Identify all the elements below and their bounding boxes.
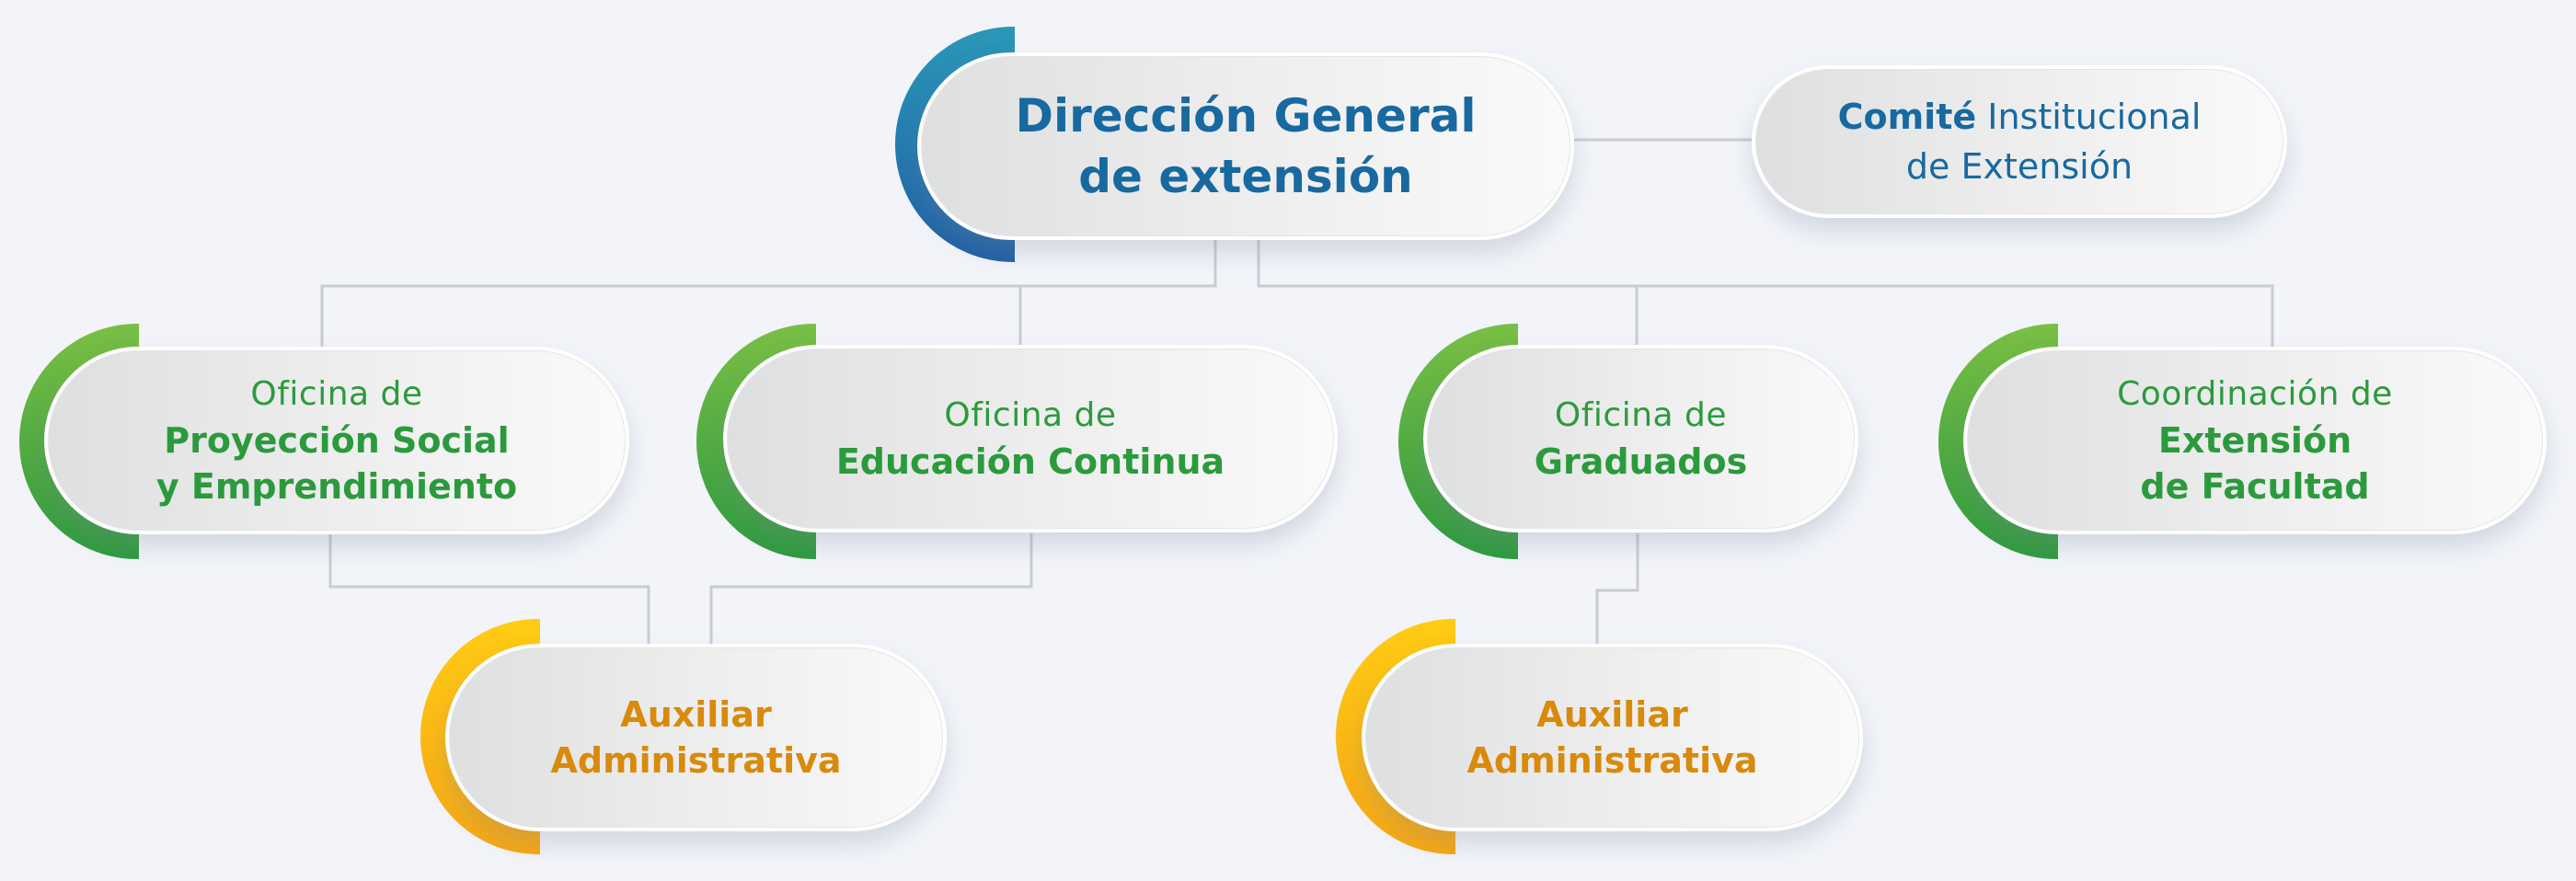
aux-line1: Auxiliar [1536, 694, 1688, 735]
aux-line2: Administrativa [550, 740, 842, 781]
node-box: Oficina de Proyección Social y Emprendim… [44, 347, 629, 534]
office-light: Coordinación de [2117, 375, 2393, 413]
connector-main-right [1257, 238, 2274, 347]
node-box: Oficina de Educación Continua [723, 345, 1338, 532]
office-bold1: Educación Continua [835, 441, 1225, 482]
node-comite-line1: Comité Institucional [1838, 92, 2202, 142]
aux-line1: Auxiliar [620, 694, 772, 735]
node-title-line1: Dirección General [1015, 89, 1477, 143]
office-light: Oficina de [1554, 396, 1728, 434]
aux-line2: Administrativa [1466, 740, 1758, 781]
office-bold1: Graduados [1534, 441, 1748, 482]
office-bold1: Extensión [2157, 420, 2352, 461]
node-comite: Comité Institucional de Extensión [1752, 65, 2287, 218]
office-light: Oficina de [250, 375, 423, 413]
node-box: Auxiliar Administrativa [445, 644, 947, 831]
connector-main-left [320, 238, 1217, 347]
node-box: Oficina de Graduados [1423, 345, 1858, 532]
connector-educacion-aux [709, 533, 1033, 644]
connector-proyeccion-aux [328, 533, 650, 644]
comite-bold: Comité [1837, 97, 1977, 137]
connector-graduados-aux [1595, 533, 1639, 644]
office-bold2: de Facultad [2140, 466, 2370, 507]
node-box: Dirección General de extensión [917, 52, 1574, 240]
comite-light1: Institucional [1987, 97, 2202, 137]
office-bold1: Proyección Social [164, 420, 510, 461]
office-bold2: y Emprendimiento [155, 466, 518, 507]
office-light: Oficina de [944, 396, 1117, 434]
node-box: Auxiliar Administrativa [1362, 644, 1863, 831]
comite-light2: de Extensión [1905, 146, 2133, 187]
node-box: Coordinación de Extensión de Facultad [1963, 347, 2547, 534]
node-title-line2: de extensión [1078, 150, 1413, 203]
